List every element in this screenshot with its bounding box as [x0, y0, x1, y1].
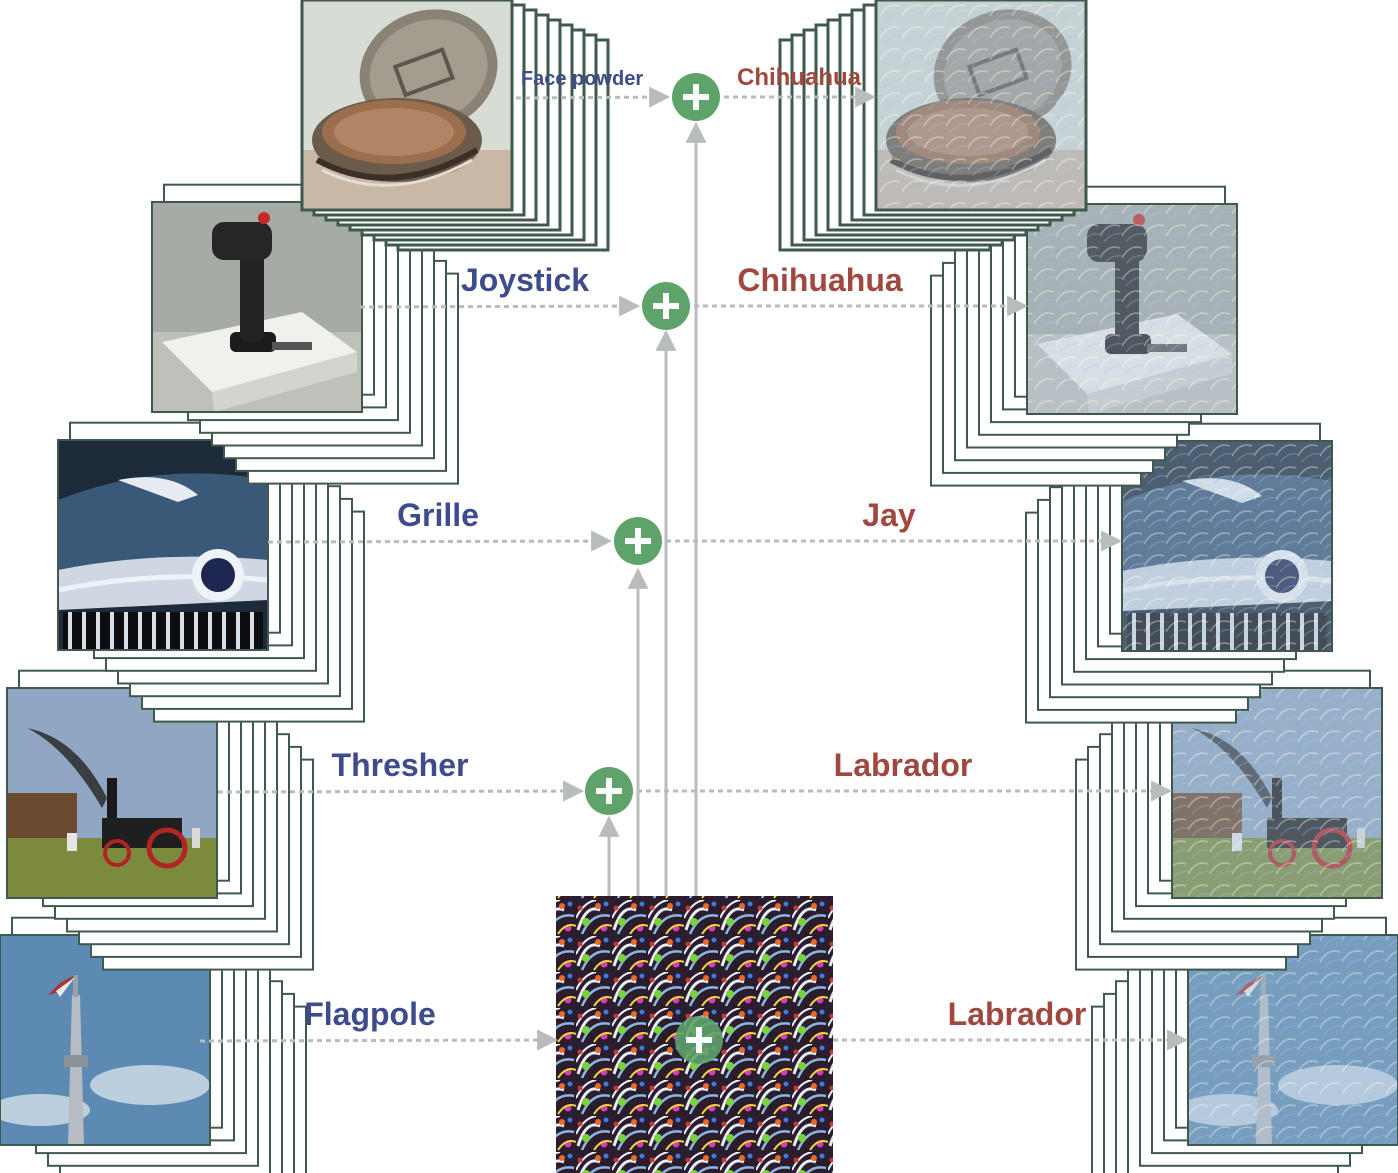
left-stack — [0, 0, 610, 1173]
plus-circle-icon — [675, 1016, 723, 1064]
left-row-4-stack — [6, 669, 314, 971]
dashed-arrow-icon — [267, 530, 613, 552]
right-row-1-image — [874, 0, 1088, 212]
adversarial-label: Jay — [862, 497, 916, 533]
left-row-2-image — [151, 201, 363, 413]
dashed-arrow-icon — [359, 295, 641, 317]
original-label: Grille — [397, 497, 479, 533]
row-1: Face powder Chihuahua — [515, 64, 877, 121]
plus-circle-icon — [585, 767, 633, 815]
plus-circle-icon — [614, 517, 662, 565]
left-row-1-image — [300, 0, 514, 212]
original-label: Flagpole — [304, 996, 436, 1032]
right-row-5-stack — [1091, 916, 1398, 1173]
right-row-2-image — [1026, 203, 1238, 415]
dashed-arrow-icon — [515, 86, 671, 108]
adversarial-label: Labrador — [948, 996, 1087, 1032]
left-row-2-stack — [151, 183, 459, 485]
plus-circle-icon — [672, 73, 720, 121]
right-row-1-stack — [778, 0, 1088, 252]
row-4: Thresher Labrador — [217, 747, 1173, 815]
adversarial-label: Chihuahua — [737, 262, 903, 298]
right-row-2-stack — [930, 185, 1238, 487]
row-5: Flagpole Labrador — [199, 996, 1189, 1064]
left-row-1-stack — [300, 0, 610, 252]
original-label: Thresher — [332, 747, 469, 783]
left-row-4-image — [6, 687, 218, 899]
adversarial-label: Chihuahua — [737, 64, 862, 91]
left-row-3-image — [57, 439, 269, 651]
adversarial-label: Labrador — [834, 747, 973, 783]
row-3: Grille Jay — [267, 497, 1123, 565]
plus-circle-icon — [642, 282, 690, 330]
right-row-3-stack — [1025, 422, 1333, 724]
original-label: Face powder — [521, 68, 643, 90]
right-stack — [778, 0, 1398, 1173]
left-row-5-stack — [0, 916, 307, 1173]
dashed-arrow-icon — [217, 780, 585, 802]
row-2: Joystick Chihuahua — [359, 262, 1029, 330]
perturbation-flow-lines — [598, 121, 707, 896]
original-label: Joystick — [461, 262, 589, 298]
right-row-3-image — [1121, 440, 1333, 652]
